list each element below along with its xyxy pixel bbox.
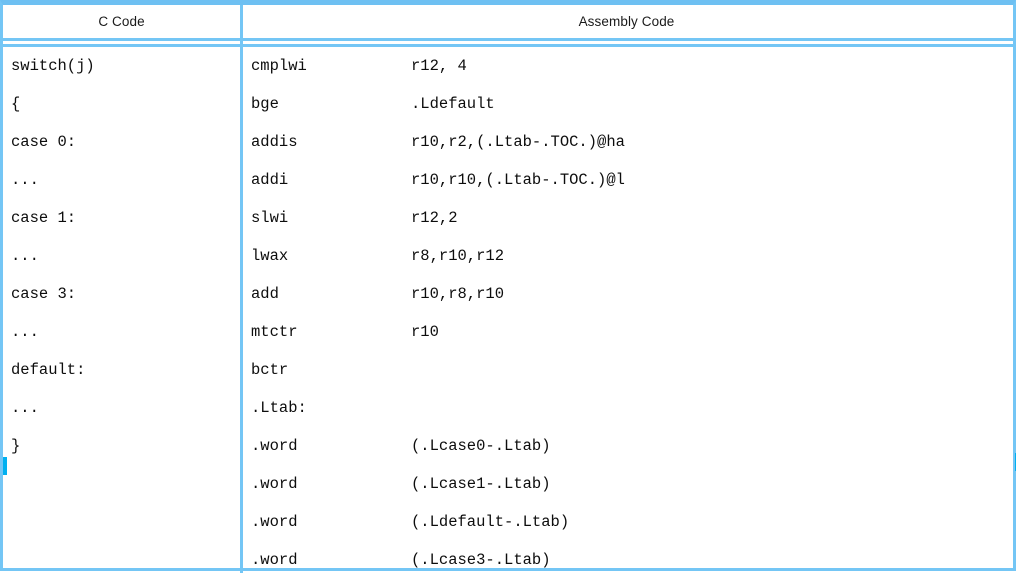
assembly-mnemonic-cell: bge	[251, 95, 279, 113]
c-code-cell	[11, 503, 236, 541]
c-code-cell: default:	[11, 361, 86, 379]
column-header-c-code: C Code	[98, 14, 145, 29]
c-code-cell: ...	[11, 323, 39, 341]
table-row: switch(j) cmplwi r12, 4	[3, 47, 1013, 85]
table-body: switch(j) cmplwi r12, 4 { bge .Ldefault case 0…	[3, 47, 1013, 569]
assembly-operand-cell: .Ldefault	[411, 95, 495, 113]
assembly-operand-cell: r10	[411, 323, 439, 341]
assembly-mnemonic-cell: addis	[251, 133, 298, 151]
table-row: ... addi r10,r10,(.Ltab-.TOC.)@l	[3, 161, 1013, 199]
assembly-operand-cell: r8,r10,r12	[411, 247, 505, 265]
assembly-mnemonic-cell: .Ltab:	[251, 399, 307, 417]
assembly-operand-cell: (.Ldefault-.Ltab)	[411, 513, 570, 531]
assembly-operand-cell: r10,r8,r10	[411, 285, 505, 303]
column-divider	[240, 5, 243, 573]
assembly-operand-cell: (.Lcase3-.Ltab)	[411, 551, 551, 569]
column-header-assembly-code: Assembly Code	[578, 14, 675, 29]
c-code-cell	[11, 541, 236, 579]
assembly-operand-cell: (.Lcase1-.Ltab)	[411, 475, 551, 493]
assembly-mnemonic-cell: slwi	[251, 209, 289, 227]
c-code-cell: {	[11, 95, 21, 113]
assembly-operand-cell: (.Lcase0-.Ltab)	[411, 437, 551, 455]
assembly-mnemonic-cell: .word	[251, 513, 298, 531]
c-code-cell: ...	[11, 399, 39, 417]
assembly-operand-cell: r10,r2,(.Ltab-.TOC.)@ha	[411, 133, 625, 151]
assembly-mnemonic-cell: add	[251, 285, 279, 303]
assembly-operand-cell: r10,r10,(.Ltab-.TOC.)@l	[411, 171, 625, 189]
c-code-cell: ...	[11, 247, 39, 265]
assembly-mnemonic-cell: lwax	[251, 247, 289, 265]
table-row: .word (.Ldefault-.Ltab)	[3, 503, 1013, 541]
table-row: ... mtctr r10	[3, 313, 1013, 351]
c-code-cell: switch(j)	[11, 57, 95, 75]
assembly-mnemonic-cell: .word	[251, 475, 298, 493]
table-row: } .word (.Lcase0-.Ltab)	[3, 427, 1013, 465]
table-row: ... .Ltab:	[3, 389, 1013, 427]
c-code-cell: case 1:	[11, 209, 77, 227]
c-code-cell: }	[11, 437, 21, 455]
table-row: case 1: slwi r12,2	[3, 199, 1013, 237]
assembly-mnemonic-cell: cmplwi	[251, 57, 307, 75]
assembly-mnemonic-cell: .word	[251, 551, 298, 569]
table-row: case 3: add r10,r8,r10	[3, 275, 1013, 313]
table-row: .word (.Lcase1-.Ltab)	[3, 465, 1013, 503]
table-row: case 0: addis r10,r2,(.Ltab-.TOC.)@ha	[3, 123, 1013, 161]
table-row: .word (.Lcase3-.Ltab)	[3, 541, 1013, 579]
c-code-cell: ...	[11, 171, 39, 189]
c-code-cell: case 0:	[11, 133, 77, 151]
table-row: { bge .Ldefault	[3, 85, 1013, 123]
c-code-cell	[11, 465, 236, 503]
assembly-mnemonic-cell: addi	[251, 171, 289, 189]
left-edge-marker	[3, 457, 7, 475]
table-row: default: bctr	[3, 351, 1013, 389]
assembly-operand-cell: r12, 4	[411, 57, 467, 75]
assembly-operand-cell: r12,2	[411, 209, 458, 227]
header-separator-line-upper	[3, 38, 1013, 41]
assembly-mnemonic-cell: mtctr	[251, 323, 298, 341]
assembly-mnemonic-cell: bctr	[251, 361, 289, 379]
header-separator-gap	[3, 41, 1013, 44]
header-separator-line-lower	[3, 44, 1013, 47]
c-code-cell: case 3:	[11, 285, 77, 303]
assembly-mnemonic-cell: .word	[251, 437, 298, 455]
table-header-row: C Code Assembly Code	[3, 5, 1013, 38]
table-row: ... lwax r8,r10,r12	[3, 237, 1013, 275]
